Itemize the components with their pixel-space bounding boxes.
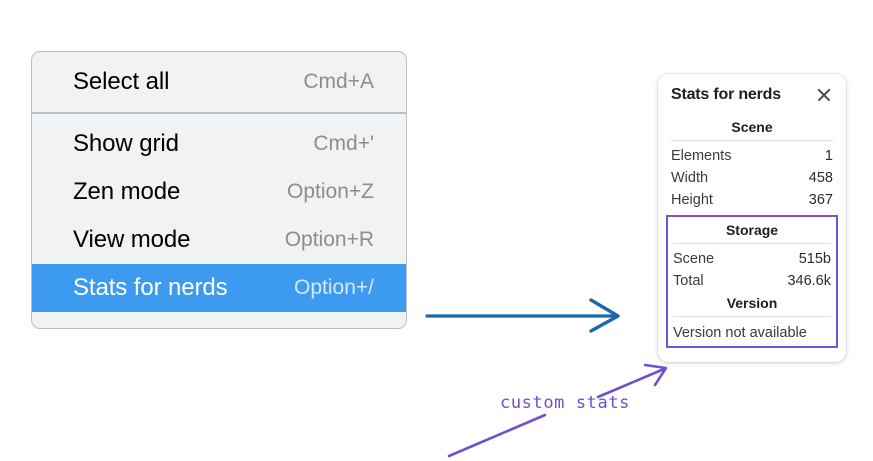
- menu-item-label: View mode: [73, 226, 191, 253]
- menu-item-show-grid[interactable]: Show grid Cmd+': [32, 120, 406, 168]
- stat-value: 515b: [798, 251, 831, 267]
- close-icon[interactable]: [815, 86, 833, 104]
- panel-title: Stats for nerds: [671, 86, 781, 103]
- menu-item-shortcut: Cmd+': [313, 132, 374, 155]
- menu-item-shortcut: Cmd+A: [303, 70, 374, 93]
- menu-bottom-spacer: [32, 312, 406, 328]
- stat-label: Width: [671, 170, 709, 186]
- section-divider: [673, 316, 831, 317]
- section-storage: Storage Scene 515b Total 346.6k: [673, 219, 831, 292]
- menu-item-select-all[interactable]: Select all Cmd+A: [32, 58, 406, 106]
- stat-row-height: Height 367: [671, 189, 833, 211]
- stat-value: 346.6k: [787, 273, 831, 289]
- stat-row-elements: Elements 1: [671, 145, 833, 167]
- section-scene: Scene Elements 1 Width 458 Height 367: [671, 116, 833, 211]
- menu-item-label: Select all: [73, 68, 170, 95]
- menu-item-shortcut: Option+Z: [287, 180, 374, 203]
- panel-header: Stats for nerds: [671, 86, 833, 104]
- stat-row-storage-scene: Scene 515b: [673, 248, 831, 270]
- stat-row-storage-total: Total 346.6k: [673, 270, 831, 292]
- menu-group-primary: Select all Cmd+A: [32, 52, 406, 112]
- stat-label: Total: [673, 273, 704, 289]
- stat-value: 367: [808, 192, 833, 208]
- menu-item-shortcut: Option+/: [294, 276, 374, 299]
- section-title-scene: Scene: [731, 119, 773, 135]
- menu-item-view-mode[interactable]: View mode Option+R: [32, 216, 406, 264]
- menu-item-zen-mode[interactable]: Zen mode Option+Z: [32, 168, 406, 216]
- custom-stats-annotation-label: custom stats: [500, 393, 631, 413]
- section-divider: [673, 243, 831, 244]
- menu-group-view: Show grid Cmd+' Zen mode Option+Z View m…: [32, 112, 406, 328]
- stat-row-width: Width 458: [671, 167, 833, 189]
- menu-item-label: Show grid: [73, 130, 179, 157]
- menu-item-label: Stats for nerds: [73, 274, 228, 301]
- section-version: Version Version not available: [673, 292, 831, 342]
- menu-item-label: Zen mode: [73, 178, 181, 205]
- menu-item-stats-for-nerds[interactable]: Stats for nerds Option+/: [32, 264, 406, 312]
- flow-arrow-icon: [425, 298, 620, 333]
- version-note: Version not available: [673, 325, 807, 341]
- section-title-storage: Storage: [725, 222, 779, 238]
- stat-value: 458: [808, 170, 833, 186]
- section-divider: [671, 140, 833, 141]
- stat-value: 1: [824, 148, 833, 164]
- stats-for-nerds-panel[interactable]: Stats for nerds Scene Elements 1 Width 4…: [658, 74, 846, 362]
- context-menu[interactable]: Select all Cmd+A Show grid Cmd+' Zen mod…: [31, 51, 407, 329]
- section-title-version: Version: [726, 295, 778, 311]
- annotation-underline-stroke: [447, 413, 547, 458]
- custom-stats-highlight-box: Storage Scene 515b Total 346.6k Version …: [666, 215, 838, 348]
- stat-label: Elements: [671, 148, 732, 164]
- stat-label: Height: [671, 192, 713, 208]
- menu-item-shortcut: Option+R: [284, 228, 374, 251]
- stat-label: Scene: [673, 251, 715, 267]
